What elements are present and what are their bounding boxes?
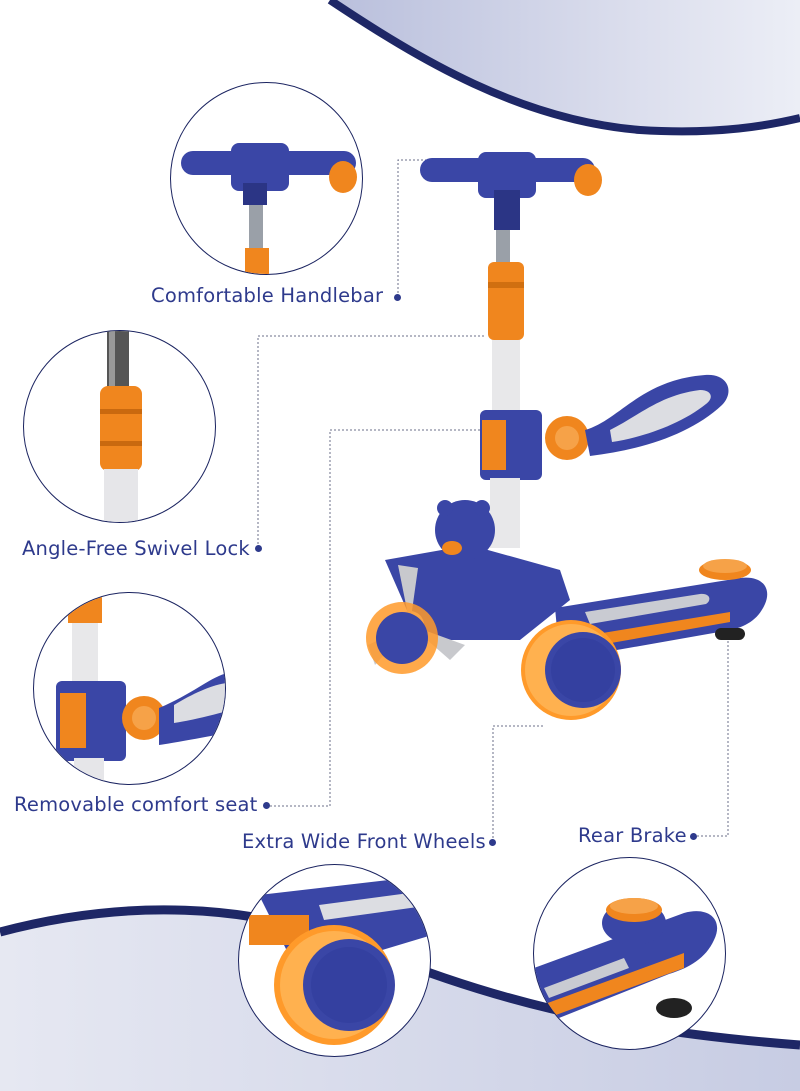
zoom-circle-seat [33,592,226,785]
leader-dot [489,839,496,846]
leader-dot [263,802,270,809]
label-seat: Removable comfort seat [14,793,258,816]
zoom-circle-swivel [23,330,216,523]
leader-dot [690,833,697,840]
label-wheels: Extra Wide Front Wheels [242,830,486,853]
zoom-circle-wheels [238,864,431,1057]
scooter-main [366,152,768,720]
zoom-circle-handlebar [170,82,363,275]
leader-dot [255,545,262,552]
label-brake: Rear Brake [578,824,687,847]
label-swivel: Angle-Free Swivel Lock [22,537,250,560]
zoom-circle-brake [533,857,726,1050]
leader-dot [394,294,401,301]
label-handlebar: Comfortable Handlebar [151,284,384,307]
